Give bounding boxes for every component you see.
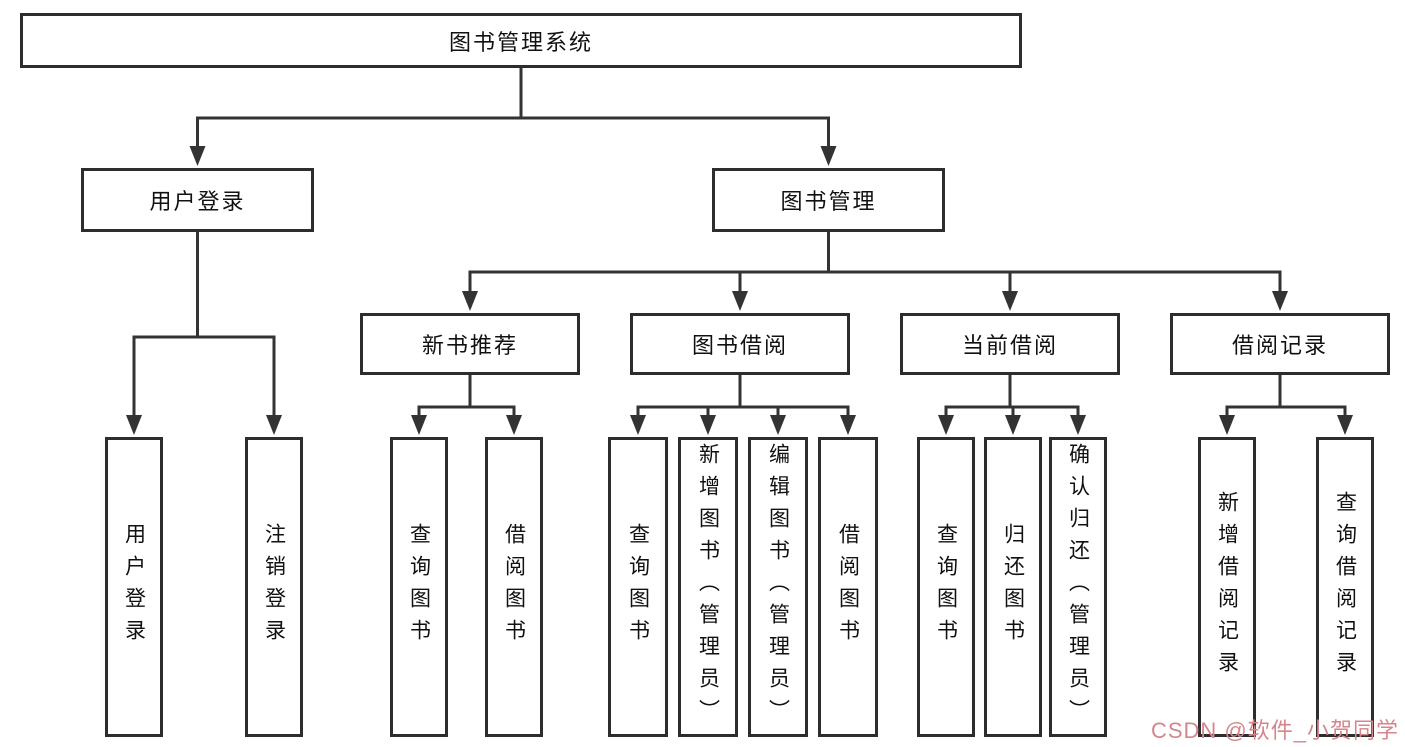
leaf-nbr-query-books: 查询图书 xyxy=(390,437,448,737)
node-current-borrowing: 当前借阅 xyxy=(900,313,1120,375)
leaf-bb-add-books-admin: 新增图书（管理员） xyxy=(678,437,738,737)
leaf-bb-edit-books-admin: 编辑图书（管理员） xyxy=(748,437,808,737)
node-root: 图书管理系统 xyxy=(20,13,1022,68)
leaf-cb-query-books: 查询图书 xyxy=(917,437,975,737)
node-borrowing-records: 借阅记录 xyxy=(1170,313,1390,375)
leaf-bb-query-books: 查询图书 xyxy=(608,437,668,737)
node-book-management: 图书管理 xyxy=(712,168,945,232)
watermark: CSDN @软件_小贺同学 xyxy=(1150,718,1399,743)
leaf-br-add-borrow-record: 新增借阅记录 xyxy=(1198,437,1256,737)
leaf-cb-confirm-return-admin: 确认归还（管理员） xyxy=(1049,437,1107,737)
leaf-logout-login: 注销登录 xyxy=(245,437,303,737)
node-user-login: 用户登录 xyxy=(81,168,314,232)
leaf-br-query-borrow-record: 查询借阅记录 xyxy=(1316,437,1374,737)
leaf-nbr-borrow-books: 借阅图书 xyxy=(485,437,543,737)
node-book-borrowing: 图书借阅 xyxy=(630,313,850,375)
leaf-user-login: 用户登录 xyxy=(105,437,163,737)
node-new-book-recommend: 新书推荐 xyxy=(360,313,580,375)
leaf-bb-borrow-books: 借阅图书 xyxy=(818,437,878,737)
leaf-cb-return-books: 归还图书 xyxy=(984,437,1042,737)
